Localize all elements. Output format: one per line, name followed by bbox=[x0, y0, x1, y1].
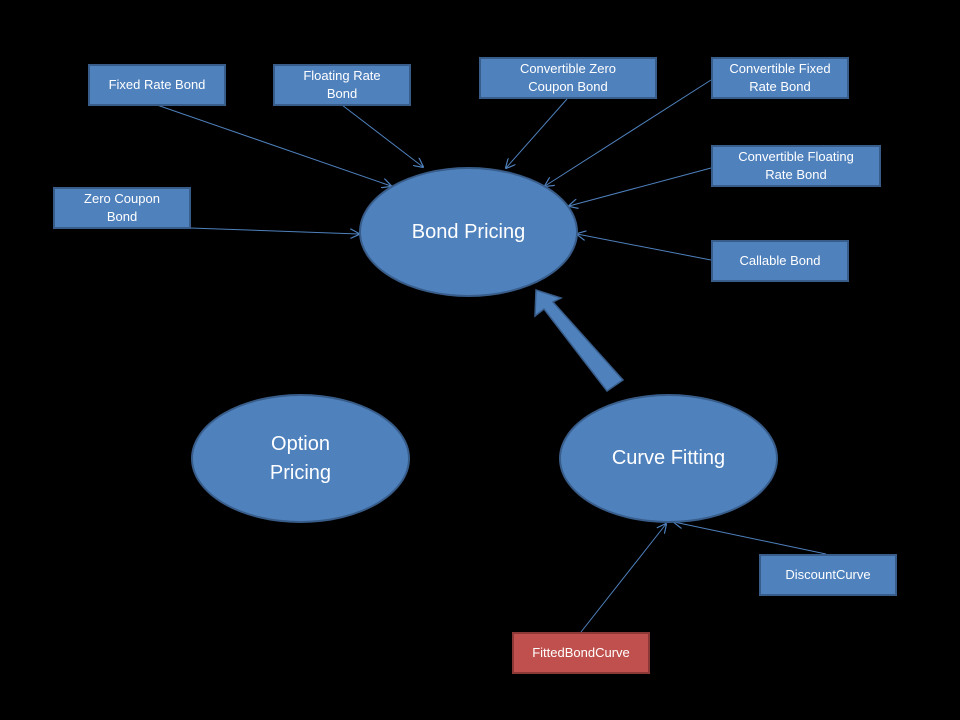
node-fitted-bond-curve[interactable]: FittedBondCurve bbox=[512, 632, 650, 674]
node-option-pricing[interactable]: Option Pricing bbox=[191, 394, 410, 523]
node-floating-rate-bond-label: Floating Rate Bond bbox=[303, 68, 381, 101]
node-convertible-fixed-rate-bond-label: Convertible Fixed Rate Bond bbox=[729, 61, 831, 94]
edge-convertible-zero-coupon-bond-to-bond-pricing bbox=[506, 98, 568, 168]
node-convertible-floating-rate-bond-label: Convertible Floating Rate Bond bbox=[738, 149, 854, 182]
edge-floating-rate-bond-to-bond-pricing bbox=[341, 104, 423, 167]
node-floating-rate-bond[interactable]: Floating Rate Bond bbox=[273, 64, 411, 106]
node-callable-bond[interactable]: Callable Bond bbox=[711, 240, 849, 282]
edge-fixed-rate-bond-to-bond-pricing bbox=[156, 104, 391, 186]
node-bond-pricing[interactable]: Bond Pricing bbox=[359, 167, 578, 297]
node-convertible-floating-rate-bond[interactable]: Convertible Floating Rate Bond bbox=[711, 145, 881, 187]
edge-callable-bond-to-bond-pricing bbox=[577, 234, 712, 261]
edge-discount-curve-to-curve-fitting bbox=[674, 522, 827, 555]
edge-curve-fitting-to-bond-pricing bbox=[534, 288, 625, 393]
edge-convertible-fixed-rate-bond-to-bond-pricing bbox=[545, 79, 712, 186]
node-convertible-zero-coupon-bond-label: Convertible Zero Coupon Bond bbox=[519, 61, 617, 94]
node-option-pricing-label: Option Pricing bbox=[269, 432, 332, 484]
node-fixed-rate-bond-label: Fixed Rate Bond bbox=[108, 77, 206, 92]
node-discount-curve-label: DiscountCurve bbox=[785, 567, 871, 582]
node-curve-fitting-label: Curve Fitting bbox=[611, 447, 726, 469]
node-convertible-fixed-rate-bond[interactable]: Convertible Fixed Rate Bond bbox=[711, 57, 849, 99]
edge-convertible-floating-rate-bond-to-bond-pricing bbox=[569, 167, 712, 206]
node-fixed-rate-bond[interactable]: Fixed Rate Bond bbox=[88, 64, 226, 106]
node-convertible-zero-coupon-bond[interactable]: Convertible Zero Coupon Bond bbox=[479, 57, 657, 99]
node-bond-pricing-label: Bond Pricing bbox=[411, 220, 526, 243]
node-fitted-bond-curve-label: FittedBondCurve bbox=[532, 645, 630, 660]
node-callable-bond-label: Callable Bond bbox=[739, 253, 821, 268]
node-curve-fitting[interactable]: Curve Fitting bbox=[559, 394, 778, 523]
node-zero-coupon-bond-label: Zero Coupon Bond bbox=[84, 191, 160, 224]
node-zero-coupon-bond[interactable]: Zero Coupon Bond bbox=[53, 187, 191, 229]
edge-zero-coupon-bond-to-bond-pricing bbox=[189, 227, 359, 234]
node-discount-curve[interactable]: DiscountCurve bbox=[759, 554, 897, 596]
edge-fitted-bond-curve-to-curve-fitting bbox=[580, 524, 666, 633]
